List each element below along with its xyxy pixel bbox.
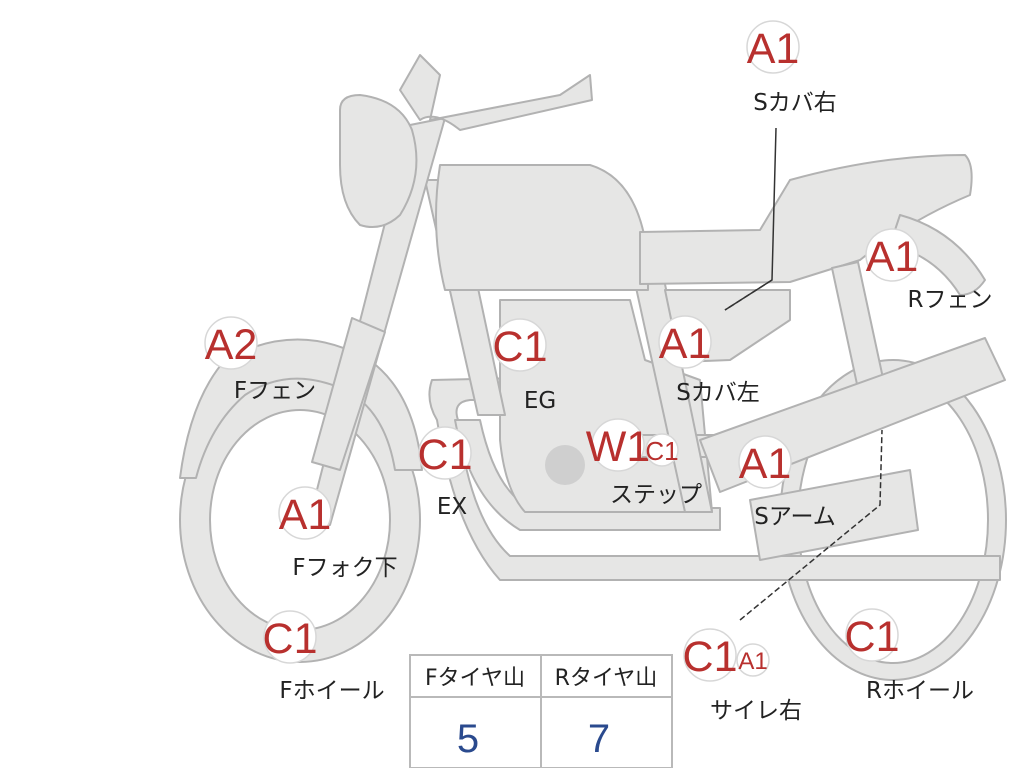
part-label: EG xyxy=(524,388,556,414)
tire-tread-table: Fタイヤ山 Rタイヤ山 5 7 xyxy=(409,654,673,768)
damage-code: C1 xyxy=(418,431,473,479)
marker-badge xyxy=(658,315,712,369)
motorcycle-silhouette xyxy=(179,54,1007,681)
part-label: Sカバ左 xyxy=(676,380,760,406)
part-label: ステップ xyxy=(610,482,702,508)
marker-badge xyxy=(738,435,792,489)
damage-code: C1 xyxy=(845,613,900,661)
marker-step[interactable]: W1 C1 ステップ xyxy=(586,418,702,508)
part-label: Sカバ右 xyxy=(753,90,837,116)
handlebar-shape xyxy=(399,54,593,131)
leader-line-s-cover-right-dash xyxy=(724,279,773,311)
headlight-shape xyxy=(339,94,418,228)
rear-tire-header: Rタイヤ山 xyxy=(555,666,658,691)
front-fork-lower-shape xyxy=(311,317,386,471)
marker-badge xyxy=(591,418,645,472)
leader-line-muffler-right xyxy=(739,429,883,621)
marker-badge xyxy=(746,20,800,74)
damage-code: A1 xyxy=(866,233,919,281)
marker-swing-arm[interactable]: A1 Sアーム xyxy=(738,435,836,530)
damage-code: C1 xyxy=(263,615,318,663)
marker-badge xyxy=(865,228,919,282)
marker-badge xyxy=(418,426,472,480)
rear-tire-value: 7 xyxy=(588,717,610,761)
rear-fender-shape xyxy=(889,214,986,296)
damage-code: A1 xyxy=(279,491,332,539)
part-label: Fフェン xyxy=(234,378,316,404)
marker-badge xyxy=(204,316,258,370)
part-label: サイレ右 xyxy=(710,698,802,724)
damage-code-secondary: C1 xyxy=(645,436,678,466)
fuel-tank-shape xyxy=(435,164,649,291)
part-label: Rフェン xyxy=(908,287,993,313)
marker-badge xyxy=(263,610,317,664)
marker-badge xyxy=(683,628,737,682)
part-label: Sアーム xyxy=(754,504,836,530)
marker-r-fender[interactable]: A1 Rフェン xyxy=(865,228,993,313)
part-label: EX xyxy=(437,494,468,520)
marker-front-fork-lower[interactable]: A1 Fフォク下 xyxy=(278,486,398,581)
front-tire-value: 5 xyxy=(457,717,479,761)
marker-muffler-right[interactable]: C1 A1 サイレ右 xyxy=(683,628,802,724)
damage-code: A2 xyxy=(205,321,258,369)
marker-badge xyxy=(278,486,332,540)
marker-badge-secondary xyxy=(645,433,679,467)
marker-badge xyxy=(845,608,899,662)
damage-code: A1 xyxy=(739,440,792,488)
marker-badge xyxy=(493,318,547,372)
marker-rear-wheel[interactable]: C1 Rホイール xyxy=(845,608,974,704)
marker-badge-secondary xyxy=(736,643,770,677)
marker-f-fender[interactable]: A2 Fフェン xyxy=(204,316,316,404)
damage-code-secondary: A1 xyxy=(738,648,767,675)
seat-shape xyxy=(639,154,973,285)
part-label: Fホイール xyxy=(279,678,384,704)
muffler-shape xyxy=(749,469,919,561)
marker-engine[interactable]: C1 EG xyxy=(493,318,557,414)
marker-s-cover-left[interactable]: A1 Sカバ左 xyxy=(658,315,760,406)
damage-code: A1 xyxy=(659,320,712,368)
damage-code: W1 xyxy=(586,423,651,471)
engine-cover-circle xyxy=(545,445,585,485)
marker-front-wheel[interactable]: C1 Fホイール xyxy=(263,610,385,704)
damage-code: A1 xyxy=(747,25,800,73)
damage-code: C1 xyxy=(683,633,738,681)
part-label: Rホイール xyxy=(866,678,974,704)
marker-s-cover-right[interactable]: A1 Sカバ右 xyxy=(746,20,837,116)
front-tire-header: Fタイヤ山 xyxy=(425,666,525,691)
part-label: Fフォク下 xyxy=(292,555,397,581)
leader-lines xyxy=(724,127,883,621)
marker-exhaust[interactable]: C1 EX xyxy=(418,426,473,520)
damage-code: C1 xyxy=(493,323,548,371)
